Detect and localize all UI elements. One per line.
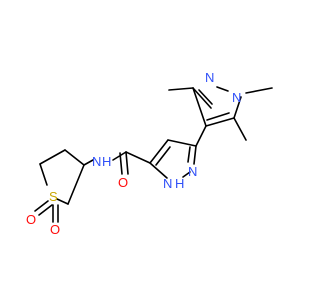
bond: [167, 139, 197, 147]
atom-label-s: S: [49, 189, 58, 204]
bond: [245, 87, 273, 94]
atom-label-h: H: [102, 154, 111, 169]
atom-label-n: N: [232, 90, 241, 105]
bond: [168, 87, 194, 91]
bond: [192, 87, 212, 109]
bond: [233, 96, 242, 119]
atom-label-n: N: [92, 154, 101, 169]
bond: [67, 164, 85, 205]
bond: [125, 151, 129, 175]
structure-canvas: N N N N H N H O S O O: [26, 70, 273, 237]
molecule-diagram: N N N N H N H O S O O: [26, 70, 273, 237]
bond: [112, 151, 127, 161]
bond: [38, 204, 53, 216]
atom-label-h: H: [175, 176, 184, 191]
bond: [149, 139, 169, 164]
bond: [149, 162, 168, 179]
bond: [34, 200, 49, 212]
atom-label-n: N: [163, 176, 172, 191]
bond: [39, 163, 48, 186]
bond: [205, 117, 235, 127]
bond: [155, 146, 171, 166]
bond: [119, 152, 123, 175]
bond: [206, 112, 230, 121]
atom-label-o: O: [26, 212, 36, 227]
bond: [193, 145, 197, 165]
atom-label-o: O: [118, 175, 128, 190]
bond-layer: [34, 86, 273, 223]
bond: [198, 89, 213, 105]
bond: [195, 125, 207, 147]
bond: [125, 151, 151, 164]
atom-labels: N N N N H N H O S O O: [26, 70, 241, 237]
bond: [83, 159, 94, 166]
bond: [39, 149, 66, 165]
bond: [187, 146, 191, 163]
atom-label-n: N: [188, 164, 197, 179]
bond: [233, 117, 247, 141]
bond: [216, 86, 229, 92]
bond: [192, 87, 207, 127]
bond: [56, 198, 69, 205]
atom-label-n: N: [205, 70, 214, 85]
bond: [182, 171, 191, 178]
atom-label-o: O: [50, 222, 60, 237]
bond: [64, 149, 85, 166]
